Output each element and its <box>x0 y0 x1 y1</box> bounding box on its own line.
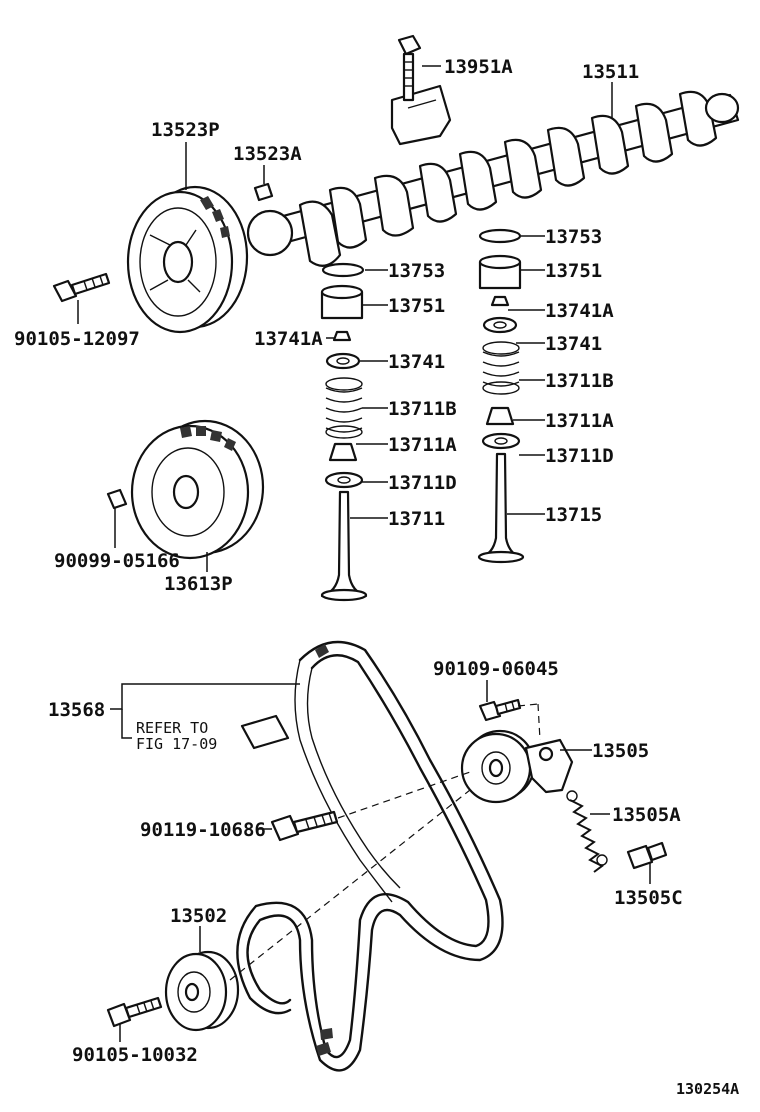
bolt-90105-10032 <box>106 996 163 1028</box>
bolt-90109-06045 <box>478 698 522 722</box>
label-13523P: 13523P <box>151 119 220 141</box>
label-13751-right: 13751 <box>545 260 602 282</box>
label-13741A-left: 13741A <box>254 328 323 350</box>
refer-card-icon <box>240 714 290 750</box>
label-90119-10686: 90119-10686 <box>140 819 266 841</box>
label-13951A: 13951A <box>444 56 513 78</box>
label-13502: 13502 <box>170 905 227 927</box>
part-labels: 13951A 13511 13523P 13523A 13753 13751 1… <box>14 56 739 1098</box>
label-13511: 13511 <box>582 61 639 83</box>
label-13753-left: 13753 <box>388 260 445 282</box>
label-90109-06045: 90109-06045 <box>433 658 559 680</box>
idler-pulley <box>164 950 240 1032</box>
camshaft-timing-pulley <box>126 185 249 334</box>
label-13741A-right: 13741A <box>545 300 614 322</box>
label-13505A: 13505A <box>612 804 681 826</box>
crankshaft-timing-pulley <box>130 419 265 560</box>
valve-assembly-right <box>477 228 525 564</box>
label-13711: 13711 <box>388 508 445 530</box>
leader-lines <box>77 65 651 1042</box>
valve-assembly-left <box>320 262 368 602</box>
label-13711B-right: 13711B <box>545 370 614 392</box>
label-13523A: 13523A <box>233 143 302 165</box>
bolt-90119-10686 <box>270 810 339 842</box>
bolt-90105-12097 <box>52 272 111 303</box>
label-13505C: 13505C <box>614 887 683 909</box>
pulley-key-13523A <box>253 182 274 202</box>
label-90105-12097: 90105-12097 <box>14 328 140 350</box>
label-13751-left: 13751 <box>388 295 445 317</box>
label-refer-to: REFER TO <box>136 719 208 737</box>
camshaft-bearing-cap <box>390 84 452 146</box>
label-13711A-left: 13711A <box>388 434 457 456</box>
label-13711D-right: 13711D <box>545 445 614 467</box>
bolt-13951A <box>397 34 422 102</box>
label-13753-right: 13753 <box>545 226 602 248</box>
key-90099-05166 <box>106 488 128 510</box>
label-90105-10032: 90105-10032 <box>72 1044 198 1066</box>
label-13613P: 13613P <box>164 573 233 595</box>
tensioner-spring-13505A <box>566 790 608 873</box>
alignment-lines <box>229 703 541 981</box>
label-fig-17-09: FIG 17-09 <box>136 735 217 753</box>
stud-13505C <box>626 841 668 870</box>
label-13711D-left: 13711D <box>388 472 457 494</box>
camshaft <box>246 90 740 267</box>
label-13741-left: 13741 <box>388 351 445 373</box>
timing-belt-tensioner <box>460 729 574 804</box>
label-13505: 13505 <box>592 740 649 762</box>
figure-id: 130254A <box>676 1080 739 1098</box>
label-13741-right: 13741 <box>545 333 602 355</box>
timing-belt <box>236 640 504 1072</box>
label-13711A-right: 13711A <box>545 410 614 432</box>
label-90099-05166: 90099-05166 <box>54 550 180 572</box>
label-13568: 13568 <box>48 699 105 721</box>
label-13715: 13715 <box>545 504 602 526</box>
label-13711B-left: 13711B <box>388 398 457 420</box>
